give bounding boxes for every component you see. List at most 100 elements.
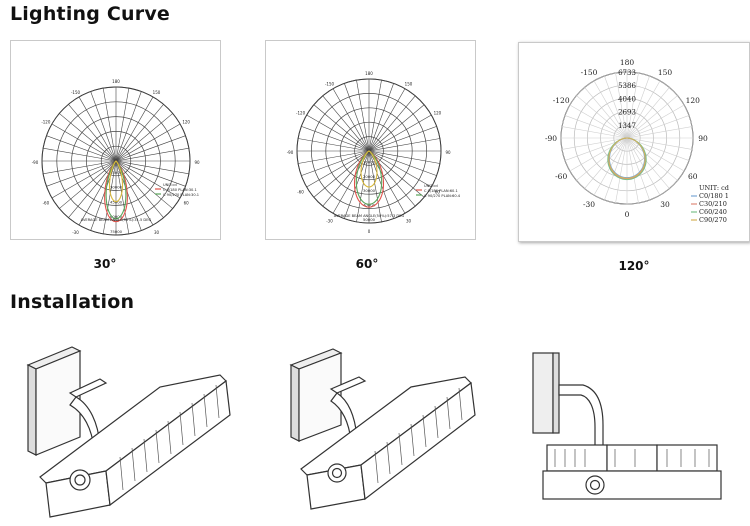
polar-spoke (626, 137, 650, 201)
installation-drawing-2 (289, 348, 476, 510)
polar-diagram-60: 1000020000300004000050000030609012015018… (287, 71, 461, 234)
polar-angle-label: -30 (583, 200, 595, 209)
polar-ring-label: 40000 (363, 203, 376, 208)
polar-spoke (115, 135, 186, 162)
polar-spoke (356, 80, 370, 152)
polar-spoke (626, 137, 639, 204)
polar-spoke (322, 95, 370, 152)
legend-entry: C60/240 (699, 208, 727, 216)
polar-spoke (626, 137, 685, 172)
polar-spoke (51, 160, 117, 199)
polar-angle-label: 60 (184, 201, 190, 206)
polar-spoke (569, 137, 628, 172)
polar-spoke (626, 137, 693, 150)
polar-spoke (368, 95, 416, 152)
polar-spoke (46, 160, 117, 187)
polar-spoke (115, 123, 181, 162)
polar-spoke (615, 72, 628, 139)
polar-angle-label: -120 (553, 96, 570, 105)
polar-spoke (626, 95, 678, 139)
polar-spoke (626, 87, 670, 139)
polar-spoke (368, 83, 394, 152)
caption-60: 60° (355, 257, 379, 271)
caption-120: 120° (618, 259, 650, 273)
polar-spoke (368, 88, 406, 152)
polar-angle-label: -120 (41, 120, 51, 125)
polar-angle-label: 30 (660, 200, 670, 209)
polar-spoke (626, 72, 639, 139)
polar-spoke (626, 126, 693, 139)
polar-angle-label: 120 (686, 96, 701, 105)
polar-angle-label: -30 (72, 230, 79, 235)
polar-angle-label: -30 (326, 218, 333, 223)
polar-spoke (115, 160, 186, 187)
polar-spoke (115, 147, 189, 162)
polar-angle-label: -60 (297, 190, 304, 195)
polar-spoke (115, 160, 181, 199)
polar-ring-label: 30000 (110, 185, 123, 190)
polar-spoke (569, 104, 628, 139)
polar-spoke (115, 88, 130, 162)
legend-entry: C 90/270 PLAN:30.1 (163, 193, 199, 197)
polar-angle-label: 150 (153, 90, 161, 95)
polar-angle-label: 180 (112, 79, 120, 84)
polar-spoke (368, 150, 425, 198)
polar-angle-label: -150 (325, 82, 335, 87)
beam-angle-footer: AVERAGE BEAM ANGLE(50%):57.3 DEG (334, 214, 405, 218)
polar-angle-label: 180 (620, 58, 635, 67)
polar-spoke (68, 160, 117, 218)
legend-entry: C 0/180 PLAN:30.1 (163, 188, 197, 192)
polar-ring-label: 1347 (618, 122, 636, 130)
polar-angle-label: -150 (71, 90, 81, 95)
polar-spoke (68, 104, 117, 162)
polar-spoke (43, 147, 117, 162)
polar-ring-label: 75000 (110, 229, 123, 234)
polar-angle-label: 30 (406, 218, 412, 223)
polar-spoke (115, 113, 173, 162)
polar-angle-label: 150 (405, 82, 413, 87)
beam-angle-footer: AVERAGE BEAM ANGLE(50%):31.5 DEG (81, 218, 152, 222)
polar-ring-label: 2693 (618, 109, 636, 117)
polar-spoke (115, 160, 142, 231)
polar-spoke (90, 91, 117, 162)
polar-ring-label: 15000 (110, 170, 123, 175)
polar-spoke (102, 88, 117, 162)
polar-spoke (593, 80, 628, 139)
polar-spoke (59, 160, 117, 209)
polar-spoke (576, 95, 628, 139)
polar-ring-label: 20000 (363, 174, 376, 179)
polar-angle-label: 60 (688, 172, 698, 181)
polar-angle-label: -60 (43, 201, 50, 206)
polar-spoke (368, 104, 425, 152)
installation-title: Installation (10, 291, 135, 313)
polar-chart-30: 1500030000450006000075000030609012015018… (10, 40, 221, 240)
polar-spoke (368, 150, 440, 164)
polar-angle-label: 90 (445, 150, 451, 155)
polar-spoke (90, 160, 117, 231)
legend-entry: C30/210 (699, 200, 727, 208)
polar-angle-label: -60 (555, 172, 567, 181)
polar-spoke (306, 150, 370, 188)
polar-spoke (564, 115, 628, 139)
polar-spoke (46, 135, 117, 162)
polar-ring-label: 6733 (618, 69, 636, 77)
polar-spoke (368, 150, 432, 188)
polar-ring-label: 10000 (363, 159, 376, 164)
polar-angle-label: 0 (625, 210, 630, 219)
polar-spoke (584, 87, 628, 139)
polar-spoke (115, 160, 164, 218)
polar-spoke (561, 126, 628, 139)
polar-spoke (115, 160, 130, 234)
polar-angle-label: -90 (545, 134, 557, 143)
polar-spoke (102, 160, 117, 234)
polar-angle-label: 90 (698, 134, 708, 143)
polar-spoke (356, 150, 370, 222)
polar-spoke (604, 75, 628, 139)
legend-entry: C 90/270 PLAN:60.4 (424, 194, 461, 198)
unit-label: UNIT:cd (163, 183, 177, 187)
polar-spoke (626, 80, 661, 139)
polar-angle-label: 60 (435, 190, 441, 195)
polar-ring-label: 4040 (618, 95, 636, 103)
unit-label: UNIT: cd (699, 184, 729, 192)
